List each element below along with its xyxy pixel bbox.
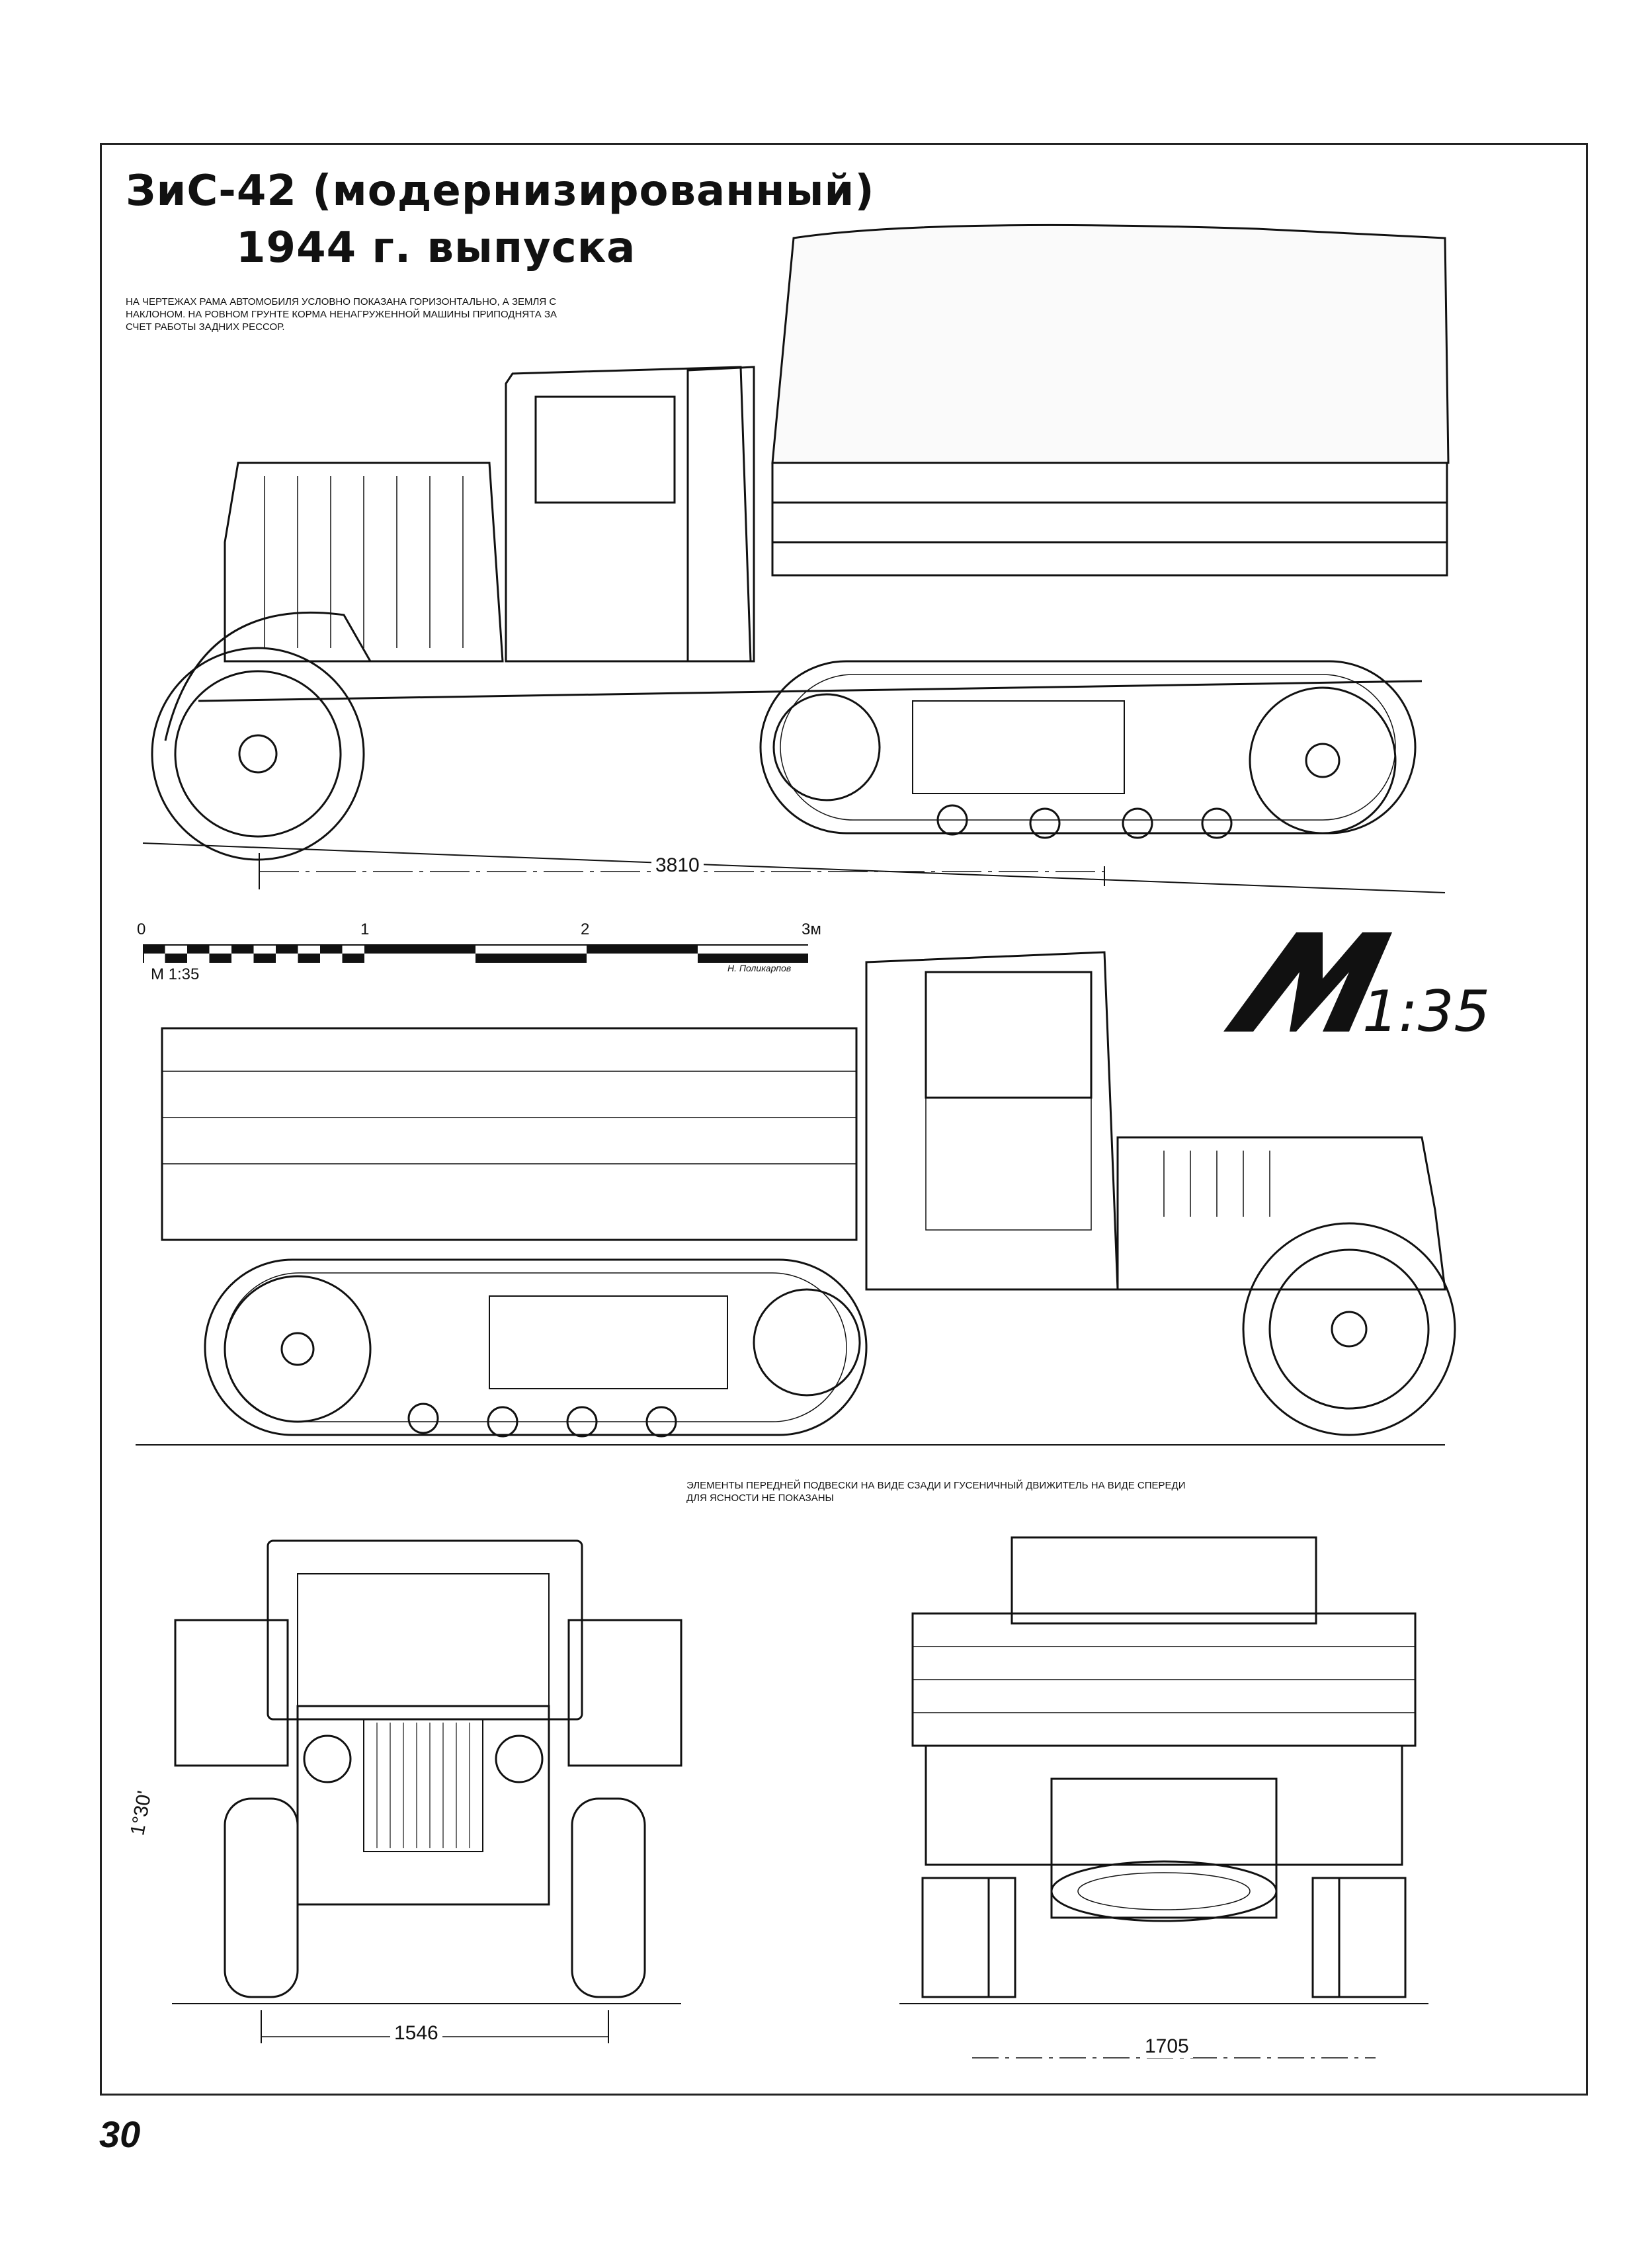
page-number: 30: [99, 2113, 141, 2155]
scale-bar-segment: [143, 944, 165, 954]
scale-bar-segment: [231, 944, 254, 954]
scale-bar: [143, 944, 808, 963]
scale-label: М 1:35: [151, 965, 200, 983]
side-view-right: [136, 951, 1456, 1446]
scale-tick-1: 1: [360, 920, 370, 938]
page-subtitle: 1944 г. выпуска: [236, 224, 636, 272]
scale-bar-segment: [298, 954, 320, 963]
frame-note: На чертежах рама автомобиля условно пока…: [126, 296, 558, 333]
scale-bar-segment: [187, 944, 210, 954]
scale-bar-segment: [342, 954, 364, 963]
scale-bar-segment: [209, 954, 231, 963]
rear-track-dimension: 1705: [1141, 2035, 1193, 2058]
magazine-logo-mark: [1223, 932, 1392, 1032]
scale-tick-0: 0: [137, 920, 146, 938]
scale-bar-segment: [320, 944, 343, 954]
front-track-dimension: 1546: [390, 2022, 442, 2045]
rear-view: [899, 1536, 1428, 2059]
author-credit: Н. Поликарпов: [727, 963, 792, 973]
scale-bar-segment: [276, 944, 298, 954]
page-frame: [100, 143, 1588, 2096]
scale-tick-3: 3м: [802, 920, 821, 938]
front-view: [172, 1539, 682, 2043]
logo-scale-text: 1:35: [1362, 979, 1491, 1045]
scale-bar-segment: [165, 954, 187, 963]
scale-bar-segment: [253, 954, 276, 963]
scale-tick-2: 2: [581, 920, 590, 938]
page-title: ЗиС-42 (модернизированный): [126, 167, 875, 216]
wheelbase-dimension: 3810: [651, 854, 704, 877]
views-note: Элементы передней подвески на виде сзади…: [686, 1480, 1186, 1504]
side-view-left: [142, 224, 1450, 893]
